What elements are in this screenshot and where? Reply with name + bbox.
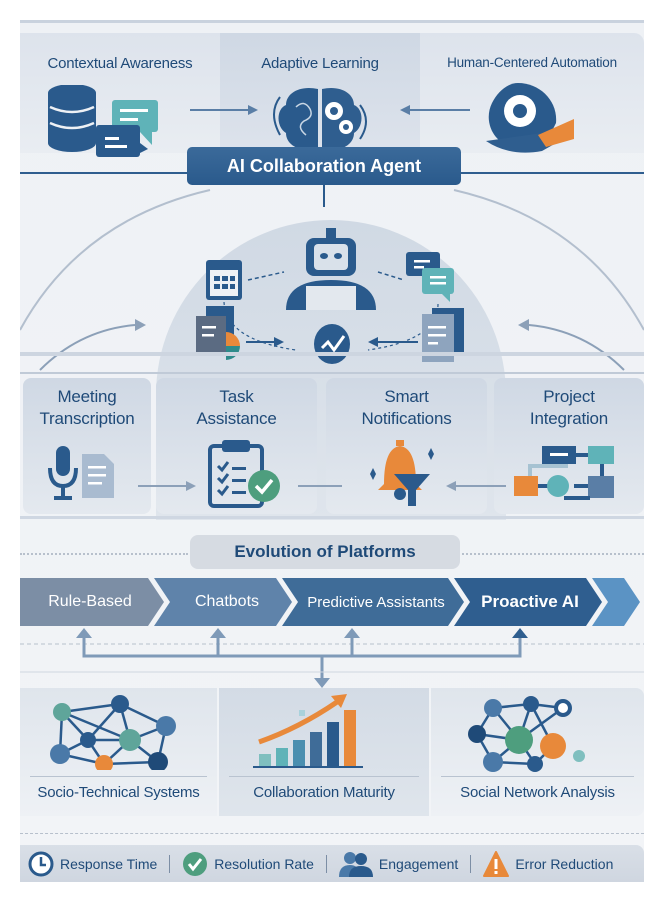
check-circle-icon	[183, 851, 208, 876]
chevron-stage	[20, 578, 164, 626]
feature-title-line2: Notifications	[361, 409, 452, 428]
metric-label: Engagement	[378, 855, 459, 872]
framework-social-network-analysis: Social Network Analysis	[431, 688, 644, 816]
top-border	[20, 20, 644, 23]
metric-separator	[325, 854, 327, 873]
panel-separator	[229, 776, 419, 777]
analytics-check-icon	[314, 324, 350, 364]
bell-filter-icon	[370, 440, 434, 506]
panel-title: Adaptive Learning	[261, 55, 379, 72]
chat-bubbles-icon	[406, 252, 454, 302]
connector-line	[298, 485, 342, 487]
panel-title: Human-Centered Automation	[447, 55, 617, 70]
metric-engagement: Engagement	[338, 851, 459, 877]
metric-resolution-rate: Resolution Rate	[182, 851, 314, 877]
database-chat-icon	[48, 85, 158, 157]
stage-rule-based: Rule-Based	[48, 593, 132, 610]
connector-line-left	[20, 172, 190, 174]
divider	[20, 352, 644, 356]
feature-meeting-transcription: Meeting Transcription	[23, 378, 151, 514]
documents-chart-icon	[196, 306, 240, 360]
feature-title-line2: Transcription	[39, 409, 135, 428]
evolution-chevrons	[20, 578, 640, 626]
chevron-stage	[592, 578, 640, 626]
feature-title-line1: Smart	[384, 387, 429, 406]
feature-task-assistance: Task Assistance	[156, 378, 317, 514]
panel-separator	[30, 776, 207, 777]
clock-icon	[28, 851, 54, 876]
framework-title: Socio-Technical Systems	[37, 784, 200, 801]
panel-separator	[441, 776, 634, 777]
feature-title-line1: Meeting	[57, 387, 117, 406]
framework-title: Collaboration Maturity	[253, 784, 395, 801]
connector-line-right	[460, 172, 644, 174]
panel-adaptive-learning: Adaptive Learning	[220, 33, 420, 153]
metric-response-time: Response Time	[28, 851, 157, 877]
arrow-right-icon	[190, 105, 258, 115]
network-graph-icon	[50, 695, 176, 770]
evolution-connectors	[20, 628, 644, 688]
hand-gear-icon	[486, 83, 574, 153]
feature-title-line1: Project	[543, 387, 595, 406]
chevron-stage	[454, 578, 602, 626]
robot-icon	[286, 228, 376, 310]
agent-stem	[323, 185, 325, 207]
chevron-stage	[282, 578, 464, 626]
feature-project-integration: Project Integration	[494, 378, 644, 514]
feature-title-line2: Assistance	[196, 409, 277, 428]
stage-proactive-ai: Proactive AI	[481, 592, 579, 611]
feature-title-line1: Task	[219, 387, 254, 406]
evolution-title: Evolution of Platforms	[190, 535, 460, 569]
divider	[20, 372, 644, 374]
arc-decoration	[20, 189, 644, 371]
metric-label: Response Time	[60, 855, 158, 872]
arrow-left-icon	[446, 481, 506, 491]
arrow-left-icon	[400, 105, 470, 115]
feature-smart-notifications: Smart Notifications	[326, 378, 487, 514]
framework-title: Social Network Analysis	[460, 784, 615, 801]
panel-title: Contextual Awareness	[47, 55, 193, 72]
dashed-rule	[20, 833, 644, 834]
dotted-rule	[462, 553, 644, 555]
growth-bar-chart-icon	[253, 694, 363, 768]
framework-collaboration-maturity: Collaboration Maturity	[219, 688, 429, 816]
arrow-right-icon	[138, 481, 196, 491]
metric-error-reduction: Error Reduction	[483, 850, 614, 877]
metric-separator	[169, 854, 171, 873]
social-network-icon	[468, 696, 585, 772]
users-icon	[338, 851, 373, 877]
metrics-bar: Response Time Resolution Rate Engagement	[20, 845, 644, 882]
microphone-document-icon	[48, 446, 114, 500]
feature-title-line2: Integration	[529, 409, 609, 428]
panel-contextual-awareness: Contextual Awareness	[20, 33, 220, 157]
agent-title: AI Collaboration Agent	[187, 147, 461, 185]
agent-hub-icons	[196, 228, 464, 364]
flowchart-icon	[514, 446, 614, 500]
metric-separator	[470, 854, 472, 873]
metric-label: Error Reduction	[515, 855, 614, 872]
framework-socio-technical-systems: Socio-Technical Systems	[20, 688, 217, 816]
infographic-canvas: Contextual Awareness Adaptive Learning	[20, 20, 644, 882]
chevron-stage	[154, 578, 292, 626]
stage-chatbots: Chatbots	[194, 593, 260, 610]
dotted-rule	[20, 553, 188, 555]
warning-icon	[483, 850, 510, 877]
divider	[20, 516, 644, 519]
panel-human-centered-automation: Human-Centered Automation	[420, 33, 644, 153]
metric-label: Resolution Rate	[214, 855, 314, 872]
calendar-icon	[206, 260, 242, 300]
checklist-clipboard-icon	[208, 440, 280, 508]
brain-gears-icon	[273, 87, 367, 151]
stage-predictive-assistants: Predictive Assistants	[307, 593, 445, 611]
